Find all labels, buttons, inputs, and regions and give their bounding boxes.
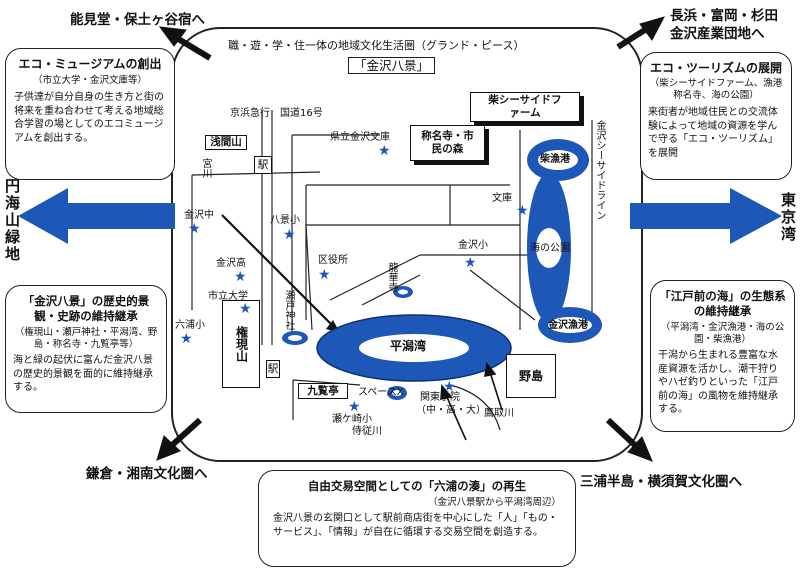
history-title: 「金沢八景」の歴史的景観・史跡の維持継承 [22,294,150,323]
mutsuura-body: 金沢八景の玄関口として駅前商店街を中心にした「人」「もの・サービス」、「情報」が… [273,513,558,538]
place-takatori-river: 鷹取川 [484,408,514,419]
shomyoji-label: 称名寺・市民の森 [421,130,474,155]
history-body: 海と緑の起伏に富んだ金沢八景の歴史的景観を面的に維持継承する。 [13,355,153,393]
place-kanto-gakuin-sub: （中・高・大） [416,405,486,416]
place-city-univ: 市立大学 [208,291,248,302]
place-kanazawa-bunko: 県立金沢文庫 [330,132,390,143]
place-space-x: スペースX [358,387,404,398]
history-subtitle: （権現山・瀬戸神社・平潟湾、野島・称名寺・九覧亭等） [14,327,158,350]
place-kanazawa-elem: 金沢小 [458,240,488,251]
direction-sw: 鎌倉・湘南文化圏へ [86,466,208,482]
eco-museum-subtitle: （市立大学・金沢文庫等） [32,75,147,86]
star-hakkei-elem: ★ [283,227,296,243]
line-label: 京浜急行 国道16号 [230,108,323,119]
header-subtitle: 「金沢八景」 [348,57,436,74]
place-shiba-port: 柴漁港 [540,154,570,165]
sengenyama-label: 浅間山 [210,136,242,148]
place-station-2: 駅 [266,360,280,378]
eco-tourism-title: エコ・ツーリズムの展開 [649,61,782,75]
west-arrow [18,188,175,244]
east-arrow [630,188,782,244]
star-kanazawa-elem: ★ [464,255,477,271]
station-1-label: 駅 [257,158,269,171]
eco-tourism-subtitle: （柴シーサイドファーム、漁港称名寺、海の公園） [649,78,783,101]
direction-ne-line1: 長浜・富岡・杉田 [670,8,778,24]
place-nojima: 野島 [506,354,556,398]
nojima-label: 野島 [518,368,543,383]
box-mutsuura: 自由交易空間としての「六浦の湊」の再生 （金沢八景駅から平潟湾周辺） 金沢八景の… [258,470,576,567]
place-kuranteis: 九覧亭 [298,383,348,399]
header-title: 職・遊・学・住一体の地域文化生活圏（グランド・ピース） [228,39,525,52]
central-frame [171,27,643,462]
route-line [221,214,334,327]
box-eco-museum: エコ・ミュージアムの創出 （市立大学・金沢文庫等） 子供達が自分自身の生き方と街… [5,48,175,180]
place-shomyoji: 称名寺・市民の森 [410,125,485,161]
shiba-farm-label: 柴シーサイドファーム [488,94,562,119]
place-mutsuura-elem: 六浦小 [175,320,205,331]
eco-tourism-body: 来街者が地域住民との交流体験によって地域の資源を学んで守る「エコ・ツーリズム」を… [648,107,778,159]
place-miyagawa: 宮川 [200,158,211,178]
mutsuura-title: 自由交易空間としての「六浦の湊」の再生 [307,479,527,493]
gongenyama-label: 権現山 [234,326,249,362]
place-kanto-gakuin: 関東学院 [420,392,460,403]
star-kanazawa-bunko: ★ [378,143,391,159]
box-edomae: 「江戸前の海」の生態系の維持継承 （平潟湾・金沢漁港・海の公園・柴漁港） 干潟か… [650,280,795,432]
star-ward-office: ★ [318,267,331,283]
road-network [191,110,536,431]
eco-museum-title: エコ・ミュージアムの創出 [18,57,162,71]
place-kanazawa-high: 金沢高 [216,258,246,269]
place-sengenyama: 浅間山 [205,135,247,150]
mutsuura-subtitle: （金沢八景駅から平潟湾周辺） [427,497,561,508]
kuranteis-label: 九覧亭 [307,384,339,397]
place-seto-park: 瀬ケ崎小 [332,414,372,425]
place-jijugawa: 侍従川 [352,426,382,437]
station-2-label: 駅 [267,362,279,375]
direction-west: 円海山緑地 [3,178,21,263]
place-kanazawa-port: 金沢漁港 [548,320,588,331]
star-seto-park: ★ [348,399,361,415]
star-kanazawa-middle: ★ [188,221,201,237]
hirakata-bay-center [359,334,469,362]
box-eco-tourism: エコ・ツーリズムの展開 （柴シーサイドファーム、漁港称名寺、海の公園） 来街者が… [640,52,792,180]
edomae-body: 干潟から生まれる豊富な水産資源を活かし、潮干狩りやハゼ釣りといった「江戸前の海」… [658,350,778,415]
star-bunko: ★ [516,203,529,219]
direction-ne-line2: 金沢産業団地へ [670,26,765,42]
place-kanazawa-middle: 金沢中 [184,210,214,221]
star-kanazawa-high: ★ [234,269,247,285]
place-hakkei-elem: 八景小 [270,215,300,226]
direction-east: 東京湾 [779,192,797,243]
edomae-title: 「江戸前の海」の生態系の維持継承 [659,289,786,318]
star-kanto-gakuin: ★ [443,379,456,395]
eco-museum-body: 子供達が自分自身の生き方と街の将来を重ね合わせて考える地域総合学習の場としてのエ… [14,92,164,144]
place-bunko-station: 文庫 [492,193,512,204]
place-seto-shrine: 瀬戸神社 [283,290,294,330]
place-station-1: 駅 [254,156,272,174]
place-ward-office: 区役所 [318,255,348,266]
direction-nw: 能見堂・保土ヶ谷宿へ [70,12,205,28]
place-seaside-line: 金沢シーサイドライン [594,120,605,220]
box-history: 「金沢八景」の歴史的景観・史跡の維持継承 （権現山・瀬戸神社・平潟湾、野島・称名… [5,285,167,413]
edomae-subtitle: （平潟湾・金沢漁港・海の公園・柴漁港） [660,322,785,345]
star-city-univ: ★ [239,301,252,317]
diagonal-arrows [156,16,665,462]
place-hirakata-bay: 平潟湾 [390,339,427,353]
place-umi-no-koen: 海の公園 [530,243,570,254]
direction-se: 三浦半島・横須賀文化圏へ [580,474,742,490]
star-mutsuura-elem: ★ [180,331,193,347]
place-ryugeji: 龍華寺 [386,262,397,292]
place-gongenyama: 権現山 [222,300,260,388]
map-pointer-arrows [440,362,503,441]
place-shiba-farm: 柴シーサイドファーム [470,92,580,122]
